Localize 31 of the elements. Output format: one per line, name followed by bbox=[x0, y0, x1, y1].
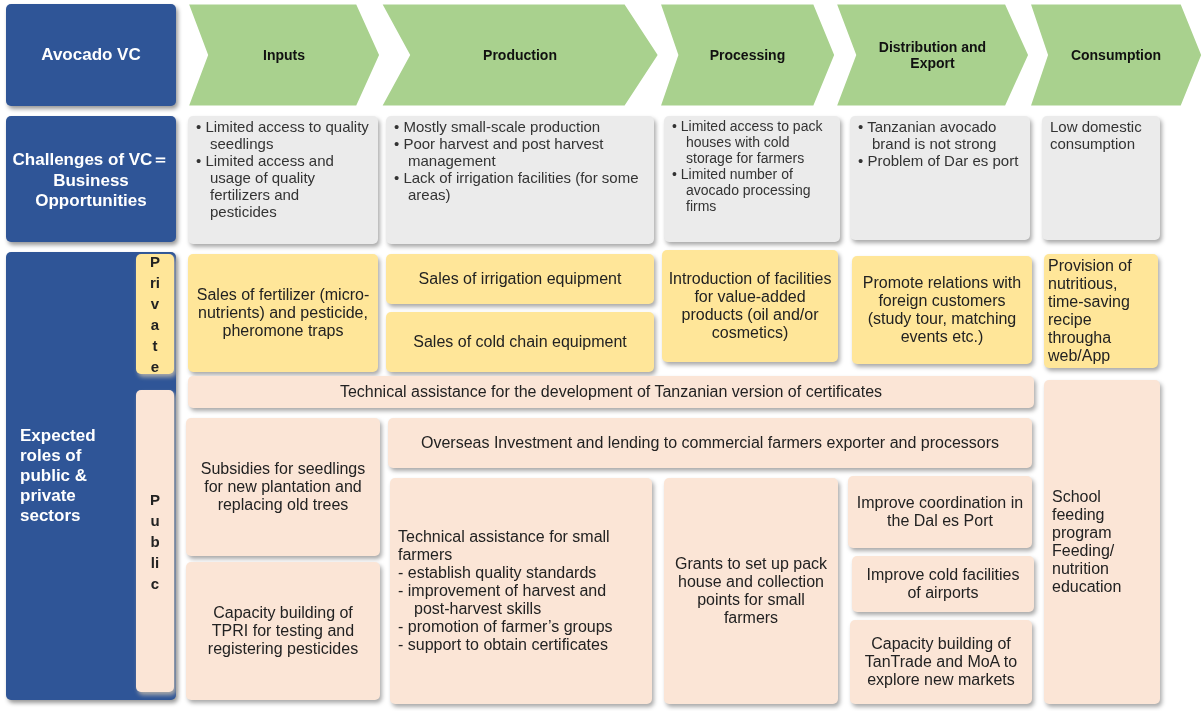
role-card: Capacity building of TanTrade and MoA to explore new markets bbox=[850, 620, 1032, 704]
role-card: Provision of nutritious, time-saving recipe througha web/App bbox=[1044, 254, 1158, 368]
role-card: Sales of irrigation equipment bbox=[386, 254, 654, 304]
stage-header: Inputs bbox=[188, 4, 380, 106]
role-card: Subsidies for seedlings for new plantation and replacing old trees bbox=[186, 418, 380, 556]
role-card: Grants to set up pack house and collection points for small farmers bbox=[664, 478, 838, 704]
role-card: Capacity building of TPRI for testing and registering pesticides bbox=[186, 562, 380, 700]
stage-header: Processing bbox=[660, 4, 835, 106]
role-card: Promote relations with foreign customers (study tour, matching events etc.) bbox=[852, 256, 1032, 364]
stage-header: Production bbox=[381, 4, 659, 106]
row-header: Avocado VC bbox=[6, 4, 176, 106]
stage-header: Distribution and Export bbox=[836, 4, 1029, 106]
role-card: Sales of fertilizer (micro-nutrients) and pesticide, pheromone traps bbox=[188, 254, 378, 372]
role-card: Introduction of facilities for value-added products (oil and/or cosmetics) bbox=[662, 250, 838, 362]
role-card: School feeding program Feeding/ nutrition education bbox=[1044, 380, 1160, 704]
role-card: Technical assistance for the development of Tanzanian version of certificates bbox=[188, 376, 1034, 408]
challenge-card: • Limited access to quality seedlings • Limited access and usage of quality fertilizers and pesticides bbox=[188, 116, 378, 244]
role-card: Overseas Investment and lending to commercial farmers exporter and processors bbox=[388, 418, 1032, 468]
role-card: Technical assistance for small farmers - establish quality standards - improvement of harvest and post-harvest skills - promotion of farmer’s groups - support to obtain certificates bbox=[390, 478, 652, 704]
challenge-card: • Tanzanian avocado brand is not strong • Problem of Dar es port bbox=[850, 116, 1030, 240]
row-header: Expected roles of public & private sectors Private Public bbox=[6, 252, 176, 700]
row-header: Challenges of VC＝Business Opportunities bbox=[6, 116, 176, 242]
role-card: Improve coordination in the Dal es Port bbox=[848, 476, 1032, 548]
challenge-card: • Limited access to pack houses with cold storage for farmers • Limited number of avocado processing firms bbox=[664, 116, 840, 242]
challenge-card: Low domestic consumption bbox=[1042, 116, 1160, 240]
role-card: Sales of cold chain equipment bbox=[386, 312, 654, 372]
challenge-card: • Mostly small-scale production • Poor harvest and post harvest management • Lack of irrigation facilities (for some areas) bbox=[386, 116, 654, 244]
sector-tab: Public bbox=[136, 390, 174, 692]
stage-header: Consumption bbox=[1030, 4, 1202, 106]
sector-tab: Private bbox=[136, 254, 174, 374]
role-card: Improve cold facilities of airports bbox=[852, 556, 1034, 612]
